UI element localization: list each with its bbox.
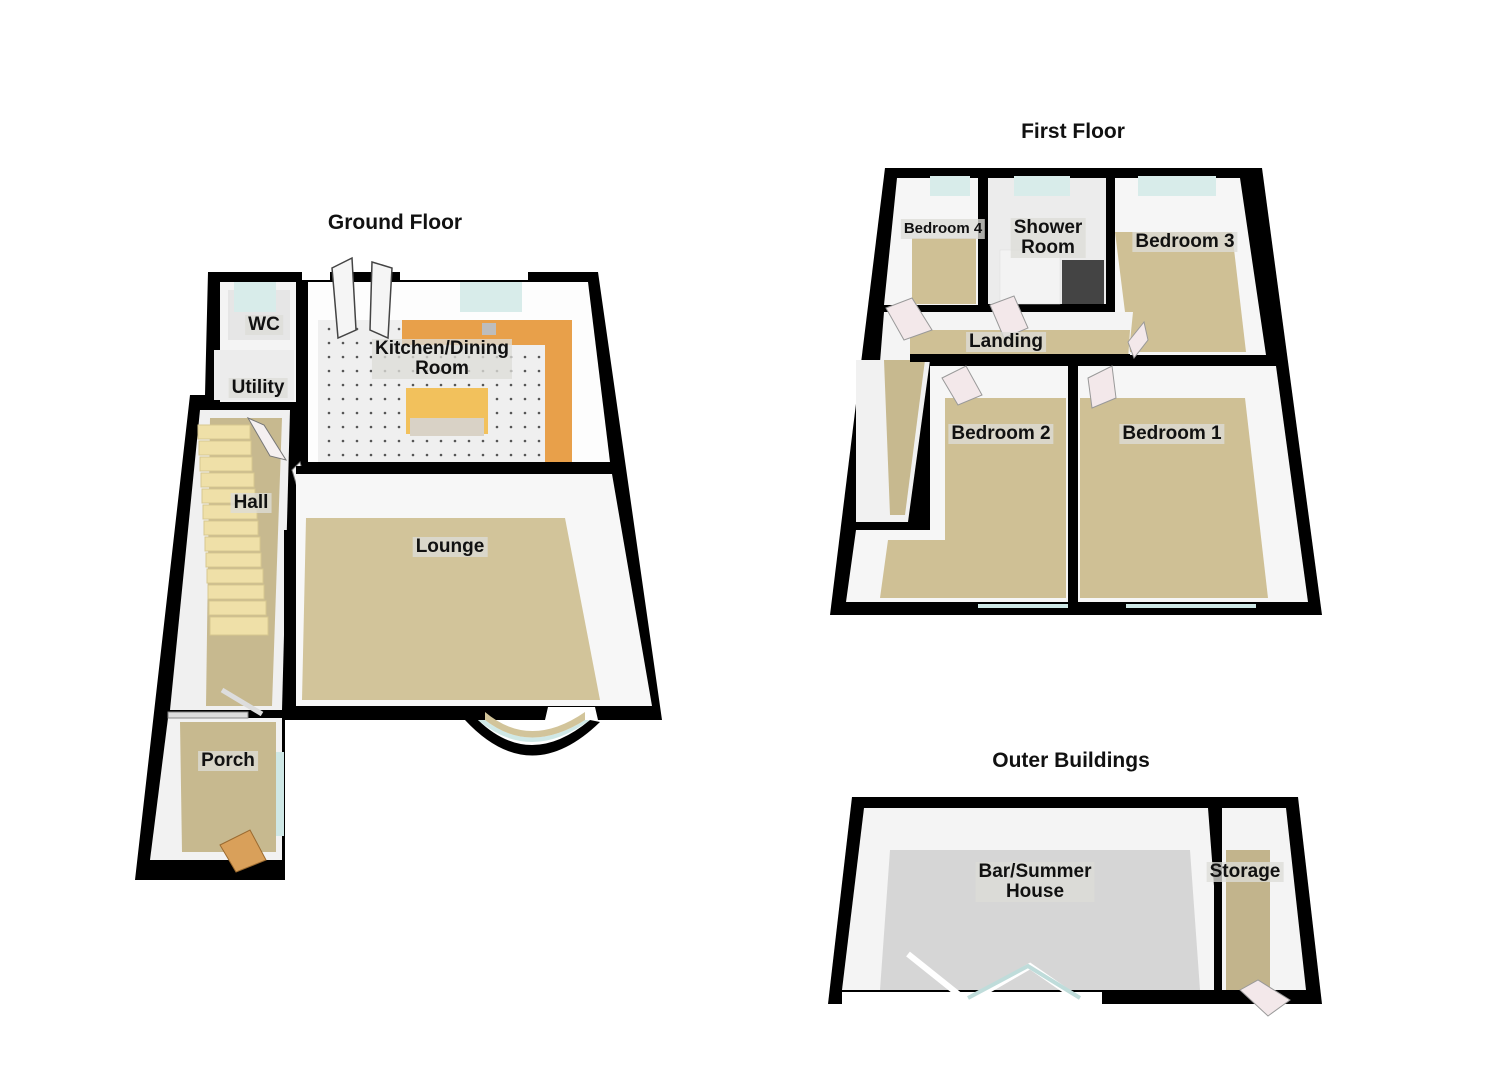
bar-summer-house-floor (880, 850, 1200, 990)
bedroom3-floor (1115, 232, 1246, 352)
ground-floor-plan (135, 256, 662, 880)
room-label-utility: Utility (228, 378, 288, 398)
room-label-porch: Porch (198, 751, 258, 771)
shower-tray (1062, 260, 1104, 304)
room-label-storage: Storage (1206, 862, 1284, 882)
first-floor-heading: First Floor (1021, 120, 1125, 143)
outer-buildings-heading: Outer Buildings (992, 749, 1150, 772)
room-label-shower-room: Shower Room (1010, 217, 1086, 258)
lounge-floor (302, 518, 600, 700)
room-label-lounge: Lounge (412, 537, 488, 557)
kitchen-label-line2: Room (415, 358, 469, 379)
kitchen-worktop (402, 320, 572, 462)
room-label-bedroom-3: Bedroom 3 (1132, 232, 1238, 252)
shower-label-line2: Room (1021, 237, 1075, 258)
bedroom1-floor (1080, 398, 1268, 598)
room-label-bedroom-1: Bedroom 1 (1119, 424, 1225, 444)
bedroom2-floor (880, 398, 1066, 598)
shower-label-line1: Shower (1013, 217, 1083, 238)
outer-buildings-plan (828, 797, 1322, 1020)
room-label-bedroom-2: Bedroom 2 (948, 424, 1054, 444)
ground-floor-heading: Ground Floor (327, 211, 463, 234)
bedroom4-floor (912, 238, 976, 304)
kitchen-label-line1: Kitchen/Dining (374, 338, 510, 359)
bar-label-line2: House (1005, 881, 1065, 902)
room-label-bar-summer-house: Bar/Summer House (975, 861, 1095, 902)
room-label-hall: Hall (230, 493, 272, 513)
room-label-bedroom-4: Bedroom 4 (900, 219, 986, 239)
room-label-wc: WC (245, 315, 283, 335)
room-label-kitchen-dining: Kitchen/Dining Room (371, 338, 513, 379)
porch-floor (180, 722, 276, 852)
bar-label-line1: Bar/Summer (978, 861, 1092, 882)
room-label-landing: Landing (966, 332, 1046, 352)
